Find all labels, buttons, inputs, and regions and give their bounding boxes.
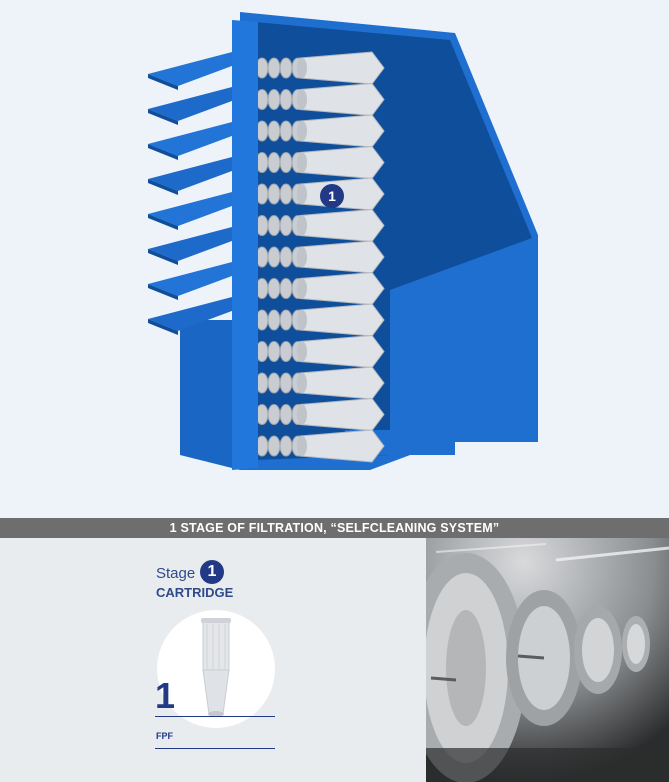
back-cartridge — [279, 404, 293, 425]
louver-shadow — [148, 179, 178, 195]
louver-blade — [148, 192, 248, 226]
back-cartridge — [267, 435, 281, 457]
back-cartridge — [267, 309, 281, 331]
cartridge-cap — [297, 215, 307, 236]
cartridge-body — [299, 240, 385, 274]
back-cartridge — [279, 89, 293, 110]
housing-front-edge — [232, 20, 258, 470]
cartridge-cap — [297, 341, 307, 362]
back-cartridge — [267, 183, 281, 205]
cartridge-cap — [297, 247, 307, 267]
louver-blade — [148, 122, 248, 156]
back-cartridge — [279, 435, 293, 457]
stage-number: 1 — [155, 675, 176, 716]
divider-top — [155, 716, 275, 717]
cartridge-cap-icon — [201, 618, 231, 623]
back-cartridge — [267, 278, 281, 299]
housing-left-column — [180, 320, 240, 470]
cartridge-body — [299, 208, 385, 243]
back-cartridge — [267, 89, 281, 110]
cartridge-body — [299, 145, 385, 180]
cartridge-body — [299, 114, 385, 148]
louver-blade — [148, 87, 248, 121]
back-cartridge — [279, 215, 293, 236]
cartridge-cap — [297, 310, 307, 330]
louver-blade — [148, 52, 248, 86]
cartridge-body — [299, 397, 385, 432]
back-cartridge — [279, 278, 293, 299]
divider-bottom — [155, 748, 275, 749]
cartridge-cap — [297, 89, 307, 110]
filter-unit-diagram: 1 — [148, 12, 538, 470]
stage-marker: 1 — [320, 184, 344, 208]
cartridge-cap — [297, 278, 307, 299]
back-cartridge — [267, 120, 281, 142]
louver-shadow — [148, 249, 178, 265]
back-cartridge — [279, 246, 293, 268]
cartridge-cap — [297, 436, 307, 456]
filter-housing-illustration: 1 — [148, 12, 538, 470]
louver-shadow — [148, 74, 178, 90]
cartridge-cap — [297, 121, 307, 141]
louver-shadow — [148, 144, 178, 160]
back-cartridge — [267, 246, 281, 268]
louver-shadow — [148, 109, 178, 125]
back-cartridge — [267, 404, 281, 425]
cartridge-cap — [297, 184, 307, 204]
louver-blade — [148, 262, 248, 296]
stage-marker-number: 1 — [328, 188, 336, 204]
louver-shadow — [148, 319, 178, 335]
cartridge-body — [299, 334, 385, 369]
cartridge-cap — [297, 58, 307, 78]
intake-louvers — [148, 52, 248, 335]
louver-shadow — [148, 214, 178, 230]
back-cartridge — [267, 341, 281, 362]
cartridge-body — [299, 82, 385, 117]
stage-marker-circle — [320, 184, 344, 208]
filter-code: FPF — [156, 731, 173, 741]
cartridge-rows — [255, 51, 385, 463]
stage-type: CARTRIDGE — [156, 585, 234, 600]
cartridge-cap — [297, 404, 307, 425]
stage-title-bar: 1 STAGE OF FILTRATION, “SELFCLEANING SYS… — [0, 518, 669, 538]
cartridge-body — [299, 51, 385, 85]
back-cartridge — [279, 120, 293, 142]
back-cartridge — [279, 152, 293, 173]
photo-illustration — [426, 538, 669, 782]
louver-blade — [148, 157, 248, 191]
stage-number-badge: 1 — [200, 560, 224, 584]
back-cartridge — [267, 372, 281, 394]
back-cartridge — [279, 309, 293, 331]
cartridge-cap — [297, 152, 307, 173]
cartridge-filters-photo — [426, 538, 669, 782]
cartridge-body — [299, 366, 385, 400]
back-cartridge — [279, 341, 293, 362]
back-cartridge — [267, 215, 281, 236]
cartridge-body — [299, 271, 385, 306]
stage-title: 1 STAGE OF FILTRATION, “SELFCLEANING SYS… — [169, 521, 500, 535]
cartridge-icon — [201, 618, 231, 717]
cartridge-body — [299, 429, 385, 463]
back-cartridge — [279, 183, 293, 205]
back-cartridge — [279, 57, 293, 79]
housing-lower-wall — [390, 238, 532, 440]
louver-blade — [148, 227, 248, 261]
back-cartridge — [267, 57, 281, 79]
stage-label: Stage — [156, 565, 196, 582]
back-cartridge — [267, 152, 281, 173]
cartridge-body — [299, 303, 385, 337]
louver-blade — [148, 297, 248, 331]
back-cartridge — [279, 372, 293, 394]
cartridge-cap — [297, 373, 307, 393]
cartridge-cone-icon — [202, 669, 230, 715]
louver-shadow — [148, 284, 178, 300]
